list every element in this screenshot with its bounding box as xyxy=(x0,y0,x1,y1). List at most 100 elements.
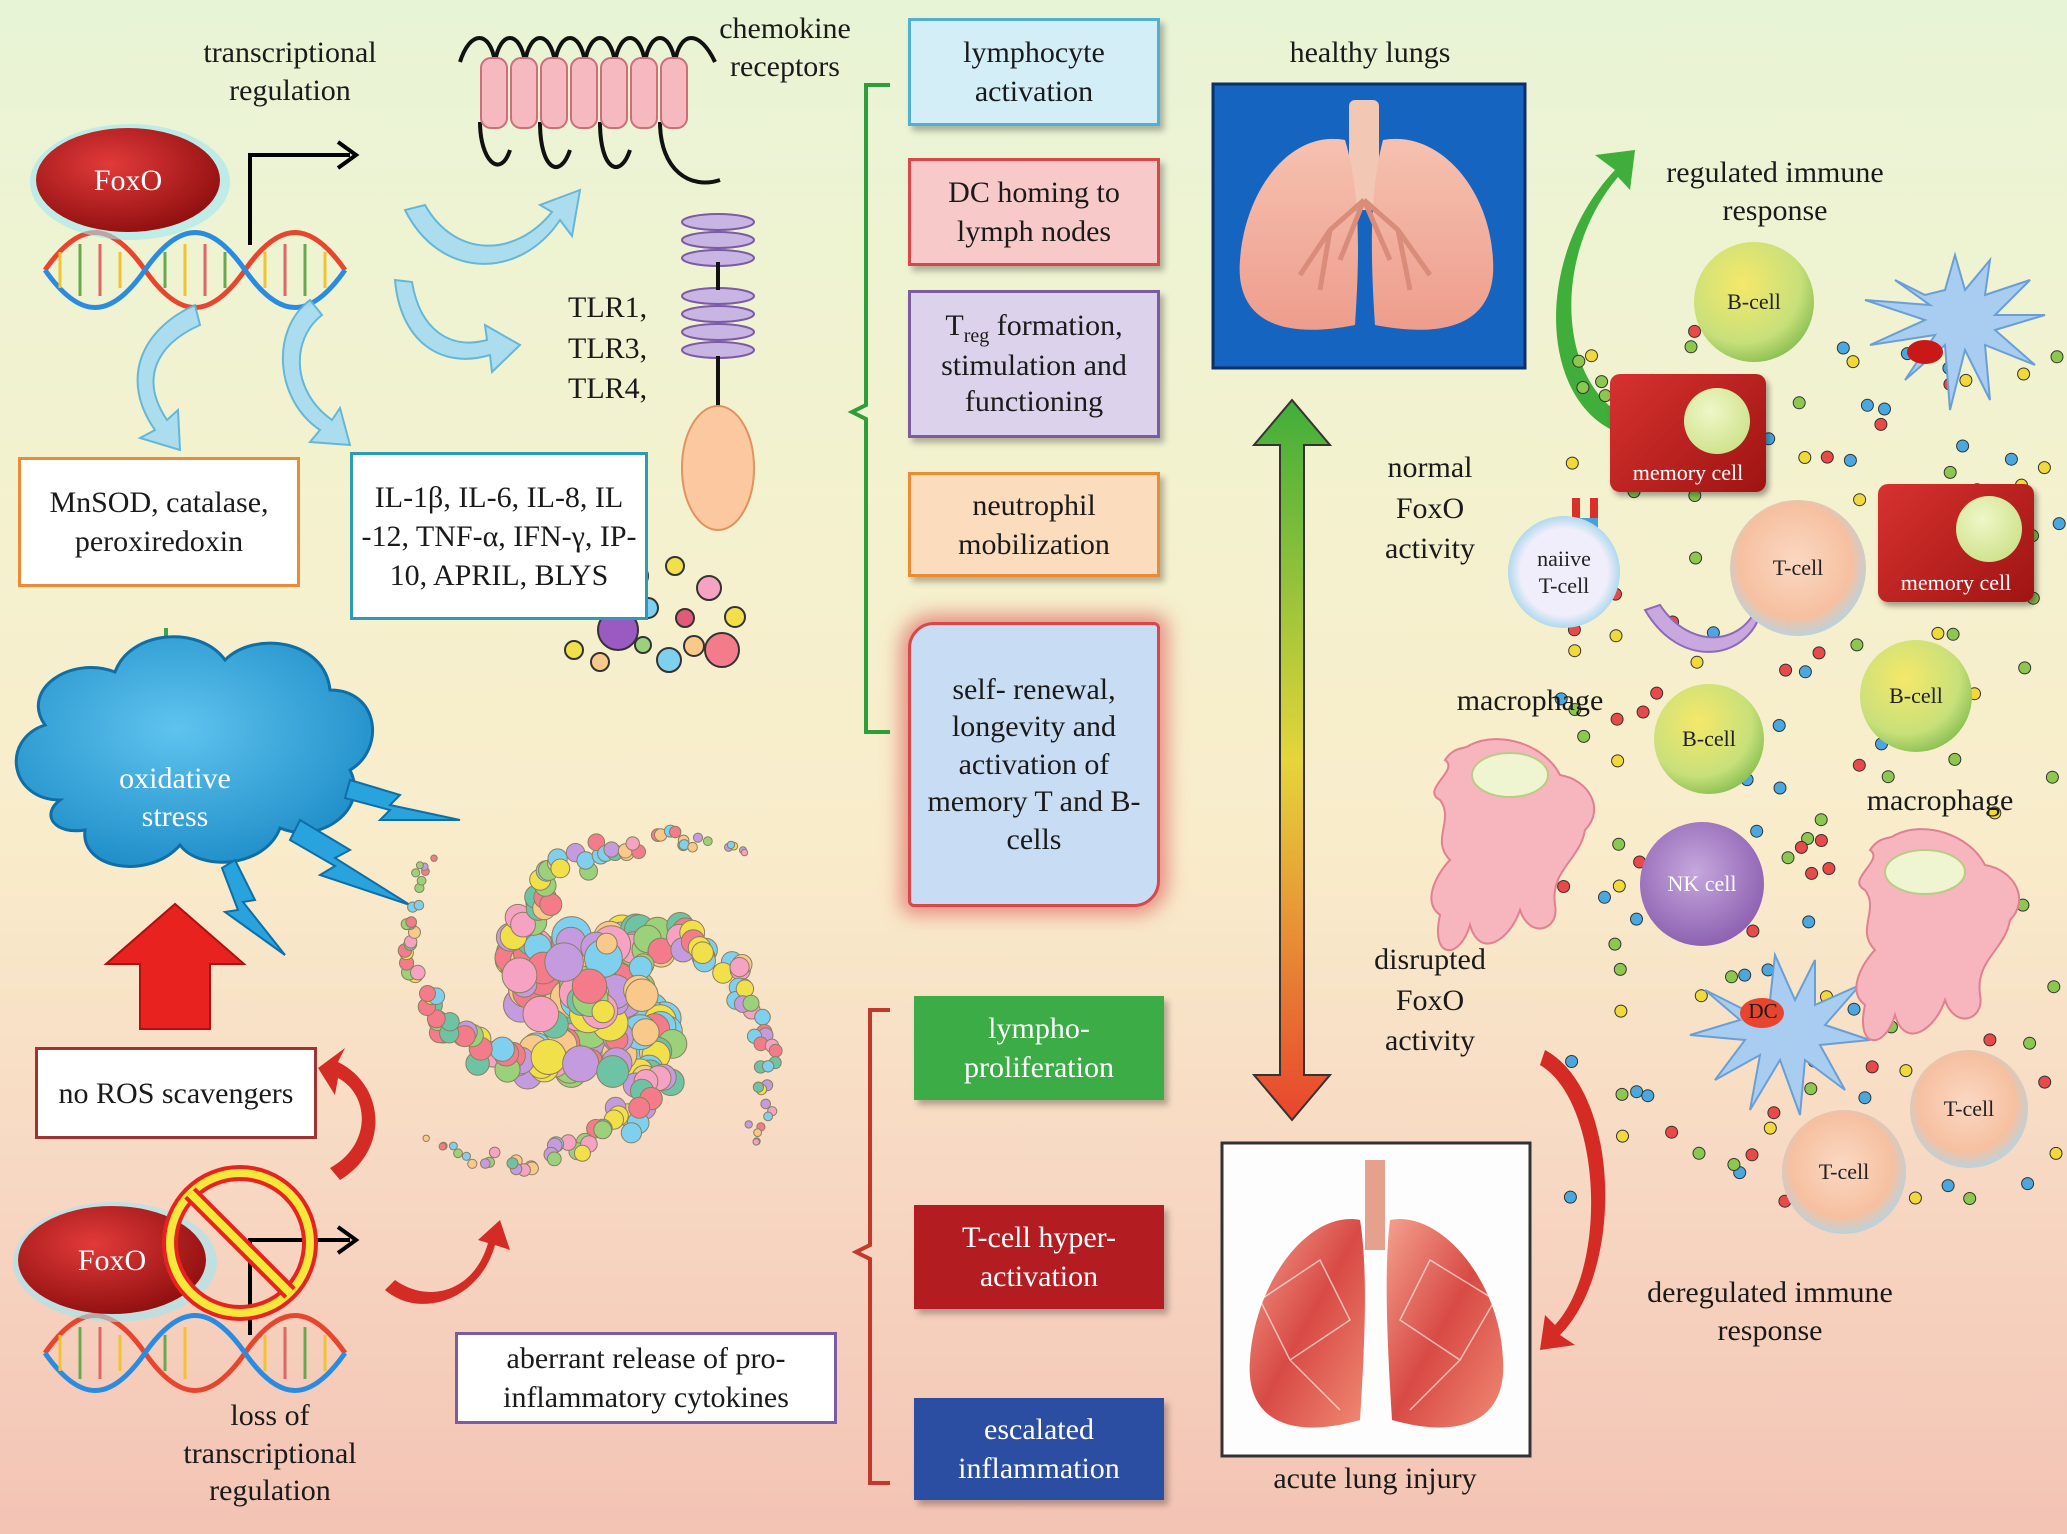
antioxidants-box: MnSOD, catalase, peroxiredoxin xyxy=(18,457,300,587)
immune-dot xyxy=(1565,1055,1579,1068)
nk-cell: NK cell xyxy=(1640,822,1764,946)
treg-description: formation, stimulation and functioning xyxy=(941,309,1127,418)
immune-dot xyxy=(1852,758,1866,772)
immune-dot xyxy=(1611,754,1625,768)
t-cell-1: T-cell xyxy=(1730,500,1866,636)
immune-dot xyxy=(1820,450,1834,464)
swirl-particle xyxy=(506,1157,519,1170)
disrupted-foxo-label: disrupted FoxO activity xyxy=(1374,943,1486,1057)
swirl-particle xyxy=(691,941,714,965)
dc-homing-box: DC homing to lymph nodes xyxy=(908,158,1160,266)
immune-dot xyxy=(1727,1158,1741,1171)
treg-formation-box: Treg formation, stimulation and function… xyxy=(908,290,1160,438)
immune-dot xyxy=(1802,915,1816,929)
immune-dot xyxy=(2038,1075,2052,1089)
immune-dot xyxy=(1565,456,1579,470)
treg-formation-text: Treg formation, stimulation and function… xyxy=(911,308,1157,420)
dendritic-cell-bottom xyxy=(1689,951,1871,1116)
swirl-particle xyxy=(628,1096,651,1119)
immune-dot xyxy=(1610,712,1624,726)
immune-dot xyxy=(1585,349,1598,363)
lymphocyte-activation-box: lymphocyte activation xyxy=(908,18,1160,126)
immune-dot xyxy=(1630,912,1643,926)
immune-dot xyxy=(1577,729,1591,743)
immune-dot xyxy=(1846,355,1860,369)
immune-dot xyxy=(1745,1148,1759,1162)
immune-dot xyxy=(2050,350,2064,364)
swirl-particle xyxy=(742,994,760,1012)
t-cell-hyperactivation-box: T-cell hyper- activation xyxy=(914,1205,1164,1309)
immune-dot xyxy=(1865,1060,1879,1074)
swirl-particle xyxy=(620,1122,643,1144)
immune-dot xyxy=(1836,341,1850,355)
foxo-oval-bottom xyxy=(18,1206,206,1314)
swirl-particle xyxy=(461,1151,471,1161)
treg-subscript: reg xyxy=(963,325,990,347)
swirl-particle xyxy=(729,957,750,978)
immune-dot xyxy=(1959,373,1973,387)
immune-dot xyxy=(1615,1087,1629,1101)
immune-dot xyxy=(1665,1125,1679,1139)
immune-dot xyxy=(1798,665,1812,679)
swirl-particle xyxy=(405,916,418,928)
oxidative-stress-cloud xyxy=(14,635,461,956)
immune-dot xyxy=(1948,752,1962,766)
cytokines-text: IL-1β, IL-6, IL-8, IL -12, TNF-α, IFN-γ,… xyxy=(361,480,637,592)
immune-dot xyxy=(1612,879,1626,893)
immune-dot xyxy=(1576,381,1590,394)
t-cell-3: T-cell xyxy=(1782,1110,1906,1234)
t-cell-3-label: T-cell xyxy=(1818,1159,1870,1185)
immune-dot xyxy=(1874,417,1888,431)
immune-dot xyxy=(1781,851,1795,865)
escalated-inflammation-box: escalated inflammation xyxy=(914,1398,1164,1500)
immune-dot xyxy=(1694,989,1708,1003)
immune-dot xyxy=(1612,837,1626,851)
immune-dot xyxy=(1804,1082,1818,1096)
swirl-particle xyxy=(591,999,615,1024)
macrophage-left xyxy=(1430,738,1596,952)
lymphoproliferation-box: lympho- proliferation xyxy=(914,996,1164,1100)
blue-curved-arrows xyxy=(136,188,582,452)
swirl-particle xyxy=(761,1060,775,1073)
b-cell-3-label: B-cell xyxy=(1889,683,1943,709)
immune-dot xyxy=(1772,719,1786,732)
immune-dot xyxy=(1616,1129,1629,1143)
acute-lung-injury-label: acute lung injury xyxy=(1273,1462,1477,1495)
neutrophil-mobilization-text: neutrophil mobilization xyxy=(958,488,1110,561)
immune-dot xyxy=(1684,340,1698,354)
swirl-particle xyxy=(740,848,749,857)
swirl-particle xyxy=(422,1134,430,1143)
swirl-particle xyxy=(752,1138,760,1146)
swirl-particle xyxy=(692,832,704,843)
swirl-particle xyxy=(411,868,421,878)
memory-cell-1: memory cell xyxy=(1610,374,1766,492)
swirl-particle xyxy=(587,833,606,852)
swirl-particle xyxy=(595,932,618,955)
tlr-label: TLR1, TLR3, TLR4, xyxy=(568,291,648,405)
swirl-particle xyxy=(510,911,536,938)
immune-dot xyxy=(1614,1004,1628,1018)
swirl-particle xyxy=(562,1045,600,1083)
immune-dot xyxy=(1598,890,1611,904)
memory-cell-1-label: memory cell xyxy=(1632,460,1744,485)
b-cell-3: B-cell xyxy=(1860,640,1972,752)
cytokine-swirl xyxy=(397,824,783,1177)
chemokine-receptor xyxy=(458,36,721,185)
immune-dot xyxy=(2021,1177,2035,1191)
immune-dot xyxy=(1858,1091,1872,1105)
immune-dot xyxy=(2023,1036,2037,1050)
immune-dot xyxy=(1608,937,1622,951)
immune-dot xyxy=(1650,686,1664,700)
immune-dot xyxy=(1688,324,1702,338)
chemokine-receptors-label: chemokine receptors xyxy=(719,12,851,83)
swirl-particle xyxy=(603,841,620,858)
immune-dot xyxy=(1689,551,1703,565)
transcriptional-regulation-label: transcriptional regulation xyxy=(203,36,377,107)
immune-dot xyxy=(1847,1002,1861,1016)
immune-dot xyxy=(1931,626,1945,640)
immune-dot xyxy=(1557,880,1571,893)
immune-dot xyxy=(2017,367,2031,381)
immune-dot xyxy=(2047,980,2061,994)
t-cell-1-label: T-cell xyxy=(1772,555,1824,581)
